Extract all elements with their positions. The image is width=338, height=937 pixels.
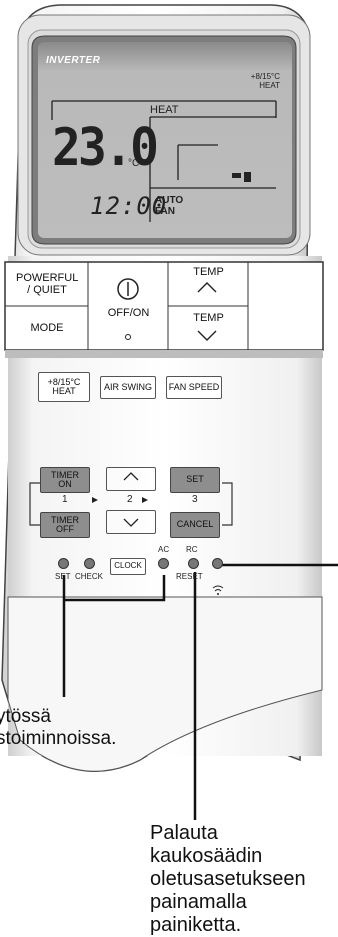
timer-on-line2: ON	[58, 479, 72, 489]
lcd-fan-line1: AUTO	[155, 195, 184, 206]
caption-right-line2: kaukosäädin	[150, 845, 263, 867]
check-dot-button[interactable]	[84, 558, 95, 569]
lcd-unit: °C	[128, 158, 140, 169]
reset-label: RESET	[176, 572, 203, 581]
lcd-screen	[38, 42, 292, 238]
caption-left-line1: ytössä	[0, 706, 51, 727]
caption-right-line3: oletusasetukseen	[150, 868, 306, 890]
chevron-down-icon	[197, 330, 217, 341]
ac-label: AC	[158, 545, 170, 554]
timer-cancel-label: CANCEL	[176, 519, 214, 530]
lcd-heat-badge: +8/15°C HEAT	[238, 72, 280, 90]
lcd-mode-label: HEAT	[150, 104, 179, 116]
timer-cancel-button[interactable]: CANCEL	[170, 512, 220, 538]
heat-8-15-line1: +8/15°C	[47, 376, 81, 387]
clock-button[interactable]: CLOCK	[110, 558, 146, 575]
caption-right: Palauta kaukosäädin oletusasetukseen pai…	[150, 822, 306, 937]
timer-off-line1: TIMER	[51, 514, 79, 525]
fan-speed-button[interactable]: FAN SPEED	[166, 376, 222, 399]
timer-on-line1: TIMER	[51, 469, 79, 480]
powerful-quiet-label: POWERFUL / QUIET	[16, 271, 79, 296]
temp-up-label: TEMP	[193, 266, 224, 279]
lcd-fan-label: AUTO FAN	[155, 195, 183, 217]
power-icon	[117, 278, 139, 300]
timer-set-label: SET	[186, 474, 204, 485]
timer-off-line2: OFF	[56, 524, 74, 534]
lcd-badge-line1: +8/15°C	[250, 72, 280, 81]
timer-off-button[interactable]: TIMER OFF	[40, 512, 90, 538]
timer-down-chevron-icon	[123, 518, 139, 527]
off-on-label: OFF/ON	[107, 307, 150, 320]
air-swing-button[interactable]: AIR SWING	[100, 376, 156, 399]
heat-8-15-line2: HEAT	[52, 386, 76, 396]
temp-down-button[interactable]: TEMP	[169, 309, 248, 329]
heat-8-15-button[interactable]: +8/15°C HEAT	[38, 372, 90, 402]
inverter-logo: INVERTER	[46, 55, 101, 66]
timer-up-chevron-icon	[123, 472, 139, 481]
set-dot-label: SET	[55, 572, 71, 581]
timer-step-1: 1	[62, 494, 68, 505]
mode-label: MODE	[30, 321, 64, 334]
wifi-button[interactable]	[212, 558, 223, 569]
timer-set-button[interactable]: SET	[170, 467, 220, 493]
lcd-badge-line2: HEAT	[259, 81, 280, 90]
air-swing-label: AIR SWING	[103, 381, 152, 392]
fan-speed-label: FAN SPEED	[168, 381, 220, 392]
lcd-temperature: 23.0	[52, 118, 159, 178]
caption-right-line5: painiketta.	[150, 914, 242, 936]
caption-left: ytössä stoiminnoissa.	[0, 706, 116, 750]
lcd-fan-line2: FAN	[155, 206, 175, 217]
ac-reset-button[interactable]	[158, 558, 169, 569]
caption-right-line4: painamalla	[150, 891, 247, 913]
timer-step-3: 3	[192, 494, 198, 505]
powerful-quiet-button[interactable]: POWERFUL / QUIET	[6, 263, 88, 306]
check-dot-label: CHECK	[75, 572, 104, 581]
rc-reset-button[interactable]	[188, 558, 199, 569]
timer-up-button[interactable]	[106, 467, 156, 491]
timer-step-2: 2	[127, 494, 133, 505]
rc-label: RC	[186, 545, 198, 554]
off-on-button[interactable]: OFF/ON	[89, 303, 168, 325]
timer-down-button[interactable]	[106, 510, 156, 534]
temp-up-button[interactable]: TEMP	[169, 263, 248, 283]
clock-label: CLOCK	[114, 561, 142, 571]
timer-on-button[interactable]: TIMER ON	[40, 467, 90, 493]
chevron-up-icon	[197, 282, 217, 293]
temp-down-label: TEMP	[193, 312, 224, 325]
set-dot-button[interactable]	[58, 558, 69, 569]
caption-right-line1: Palauta	[150, 822, 218, 844]
caption-left-line2: stoiminnoissa.	[0, 728, 117, 749]
mode-button[interactable]: MODE	[6, 307, 88, 350]
lcd-clock: 12:00	[90, 192, 168, 220]
